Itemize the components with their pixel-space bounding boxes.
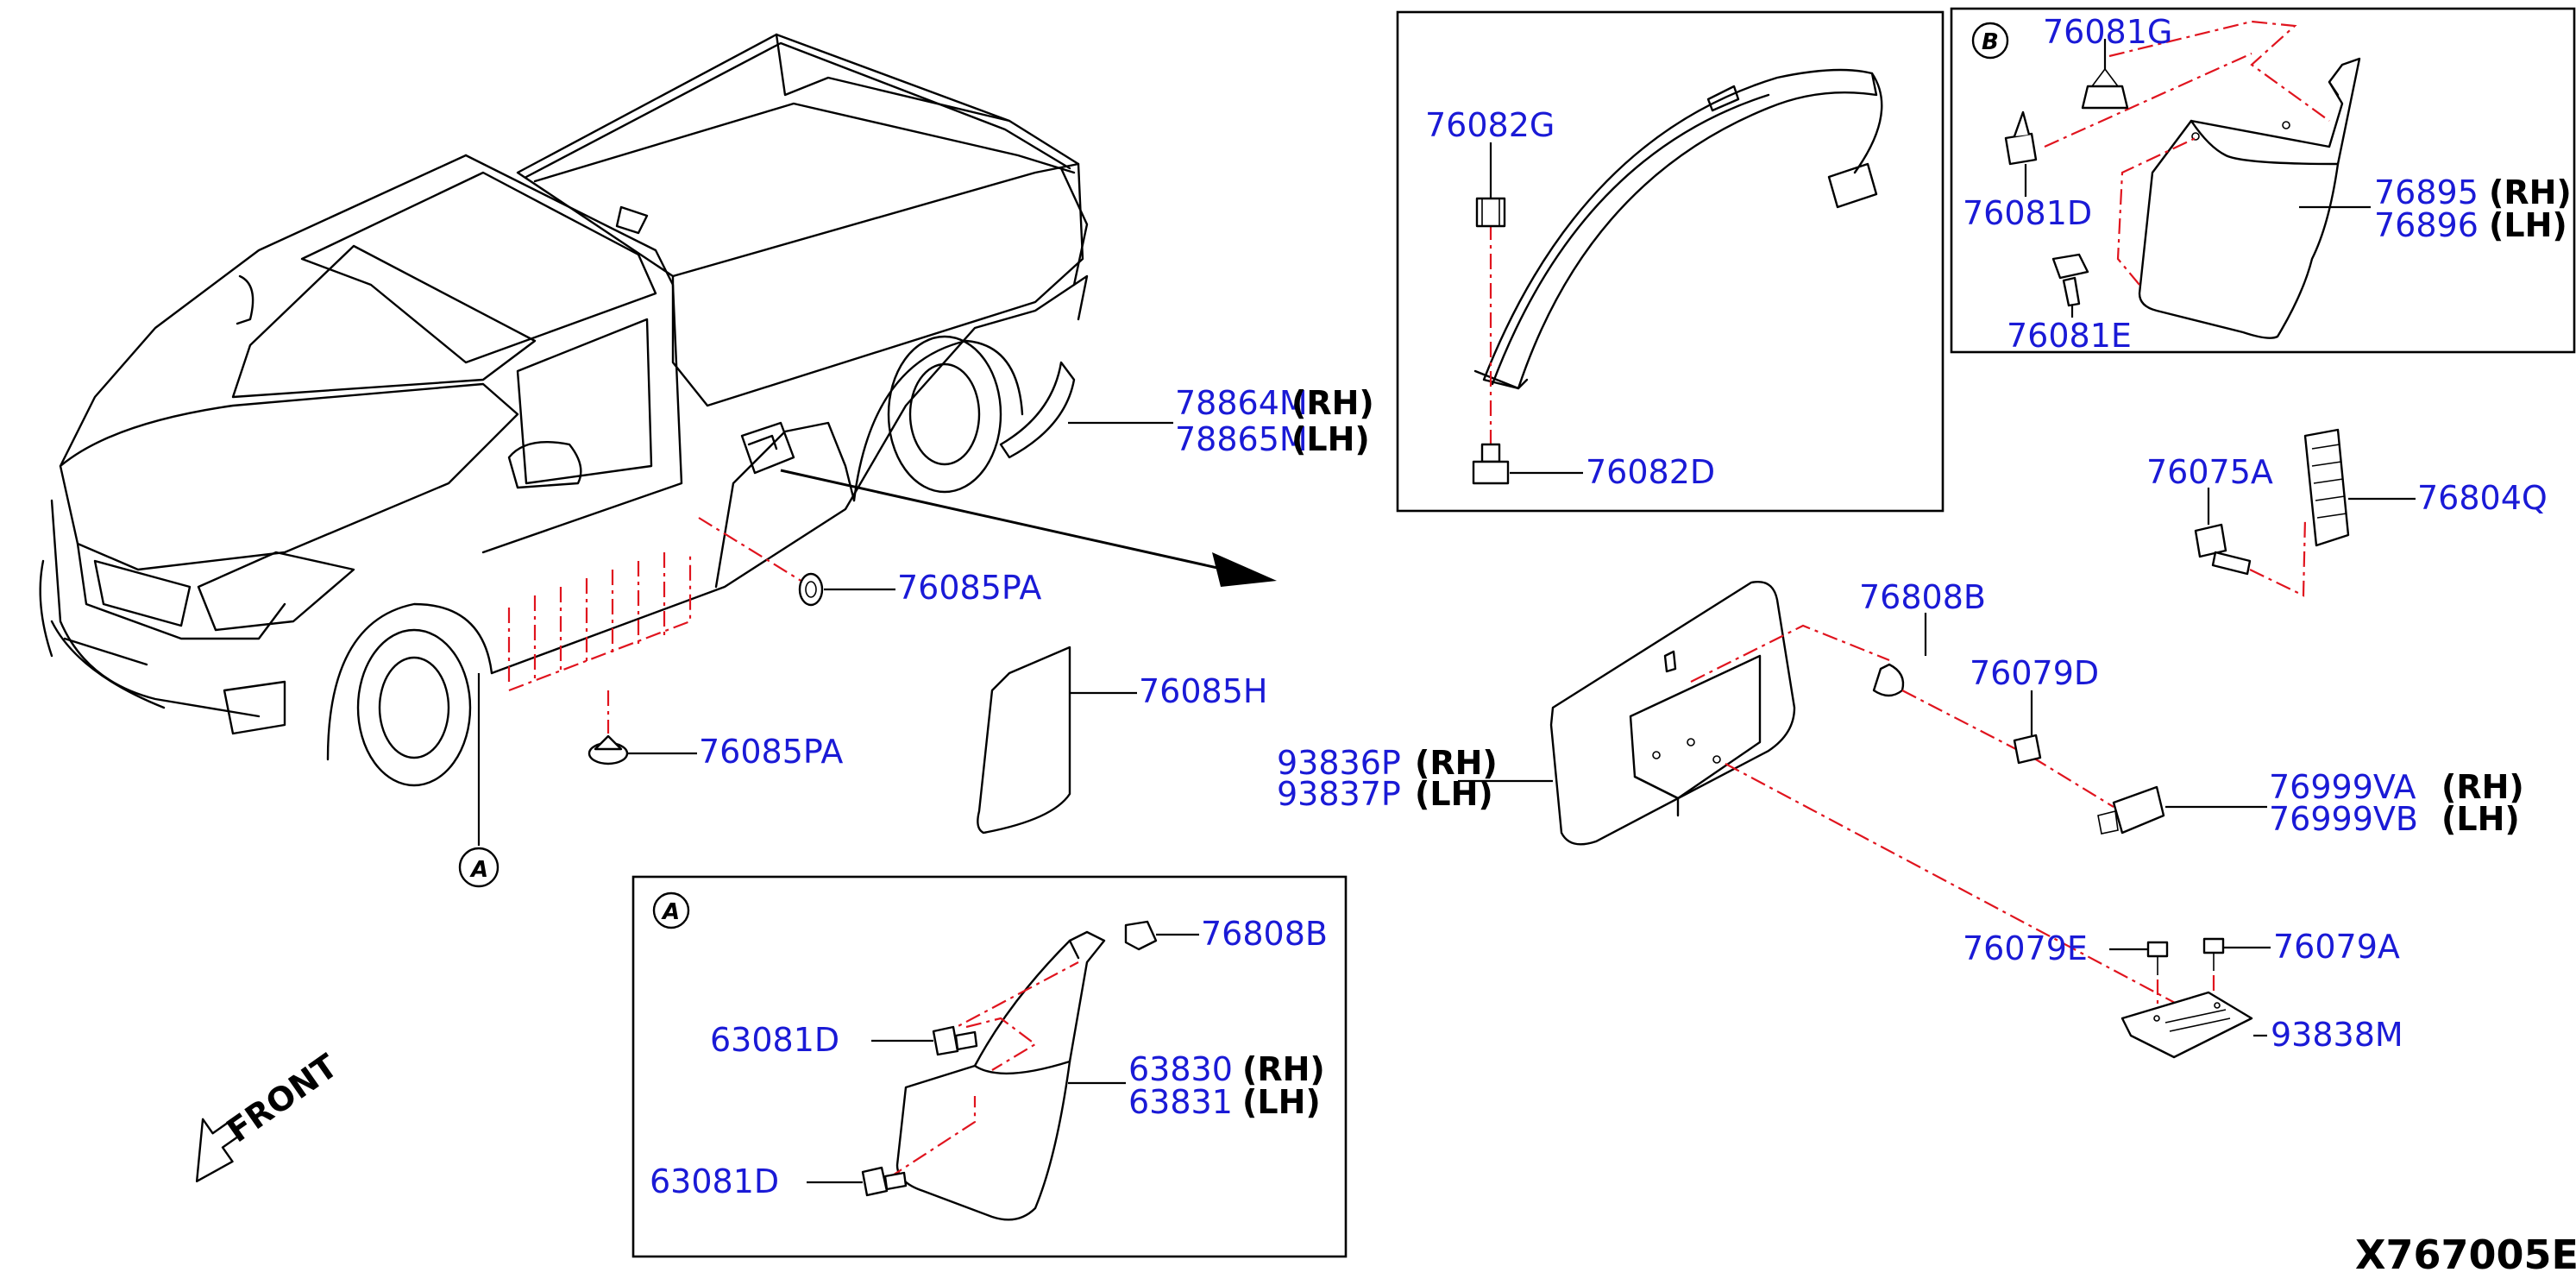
suffix-76896-lh: (LH) [2489,206,2567,244]
suffix-93837P-lh: (LH) [1415,775,1493,813]
label-76895: 76895 [2374,173,2479,211]
label-76081E: 76081E [2007,317,2132,355]
label-63831: 63831 [1128,1083,1233,1121]
detail-arrow [780,469,1277,587]
front-label: FRONT [220,1047,344,1150]
part-76895-mudguard [2138,57,2371,339]
inset-fender-flare [1396,10,1945,513]
part-76081G-clip [2081,39,2129,110]
part-78864M-molding [999,361,1173,459]
diagram-code: X767005E [2355,1231,2576,1278]
part-76085H-protector [977,646,1137,835]
part-76081E-clip [2051,253,2089,318]
part-76808B-grommet [1872,613,1927,697]
label-93838M: 93838M [2271,1016,2403,1054]
truck-assembly-lines [507,517,812,734]
label-78864M: 78864M [1175,384,1308,422]
label-76081D: 76081D [1963,194,2092,232]
part-93836P-splash-guard [1458,581,1796,846]
label-76079A: 76079A [2273,928,2400,966]
inset-a-front-mudguard [631,875,1348,1258]
marker-b-circle [1971,22,2009,60]
pickup-truck-illustration [39,33,1089,787]
inset-b-rear-mudguard [1950,7,2576,354]
label-76082D: 76082D [1586,453,1715,491]
label-76079E: 76079E [1963,929,2088,967]
part-76081D-screw [2004,110,2038,197]
part-76808B-clip-inset [1124,920,1199,951]
suffix-63830-rh: (RH) [1242,1050,1325,1088]
label-63081D-upper: 63081D [710,1021,839,1059]
part-76082D-bolt [1472,443,1583,485]
label-93837P: 93837P [1277,775,1401,813]
suffix-76999VB-lh: (LH) [2441,800,2520,838]
marker-a-inset-circle [652,891,690,929]
label-76808B-inset: 76808B [1201,915,1328,953]
part-76085PA-clip-lower [587,734,697,765]
suffix-76895-rh: (RH) [2489,173,2572,211]
part-76079D-screw [2013,690,2042,765]
part-76082G-clip [1475,142,1506,228]
part-93838M-bracket [2120,991,2267,1059]
part-63081D-bolt-upper [871,1025,978,1056]
suffix-63831-lh: (LH) [1242,1083,1321,1121]
label-76085PA-lower: 76085PA [699,733,843,771]
part-63830-mudguard [895,930,1126,1221]
label-76804Q: 76804Q [2417,479,2548,517]
marker-b-label: B [1982,29,1999,55]
label-76085PA-upper: 76085PA [897,569,1041,607]
part-76075A-screw [2194,488,2252,576]
marker-a-label: A [469,857,488,883]
label-76999VA: 76999VA [2269,768,2416,806]
suffix-93836P-rh: (RH) [1415,744,1498,782]
part-76999VA-cover [2097,785,2267,835]
label-63830: 63830 [1128,1050,1233,1088]
label-76808B-upper: 76808B [1859,578,1986,616]
label-76896: 76896 [2374,206,2479,244]
part-fender-flare [1473,68,1883,390]
label-93836P: 93836P [1277,744,1401,782]
suffix-78865M-lh: (LH) [1291,420,1370,458]
label-63081D-lower: 63081D [650,1162,779,1200]
front-direction-indicator: FRONT [195,1047,344,1183]
marker-a-circle [458,847,499,888]
label-76999VB: 76999VB [2269,800,2418,838]
label-76085H: 76085H [1139,672,1267,710]
part-76079A-screw [2202,937,2271,971]
part-76804Q-vent [2303,428,2416,547]
label-76075A: 76075A [2146,453,2273,491]
part-76085PA-clip-upper [798,572,895,607]
marker-a-inset-label: A [661,899,680,925]
label-76082G: 76082G [1425,106,1555,144]
label-76081G: 76081G [2043,13,2172,51]
label-78865M: 78865M [1175,420,1308,458]
part-63081D-bolt-lower [807,1166,908,1197]
suffix-78864M-rh: (RH) [1291,384,1374,422]
suffix-76999VA-rh: (RH) [2441,768,2524,806]
part-76079E-screw [2109,941,2169,975]
label-76079D: 76079D [1970,654,2099,692]
